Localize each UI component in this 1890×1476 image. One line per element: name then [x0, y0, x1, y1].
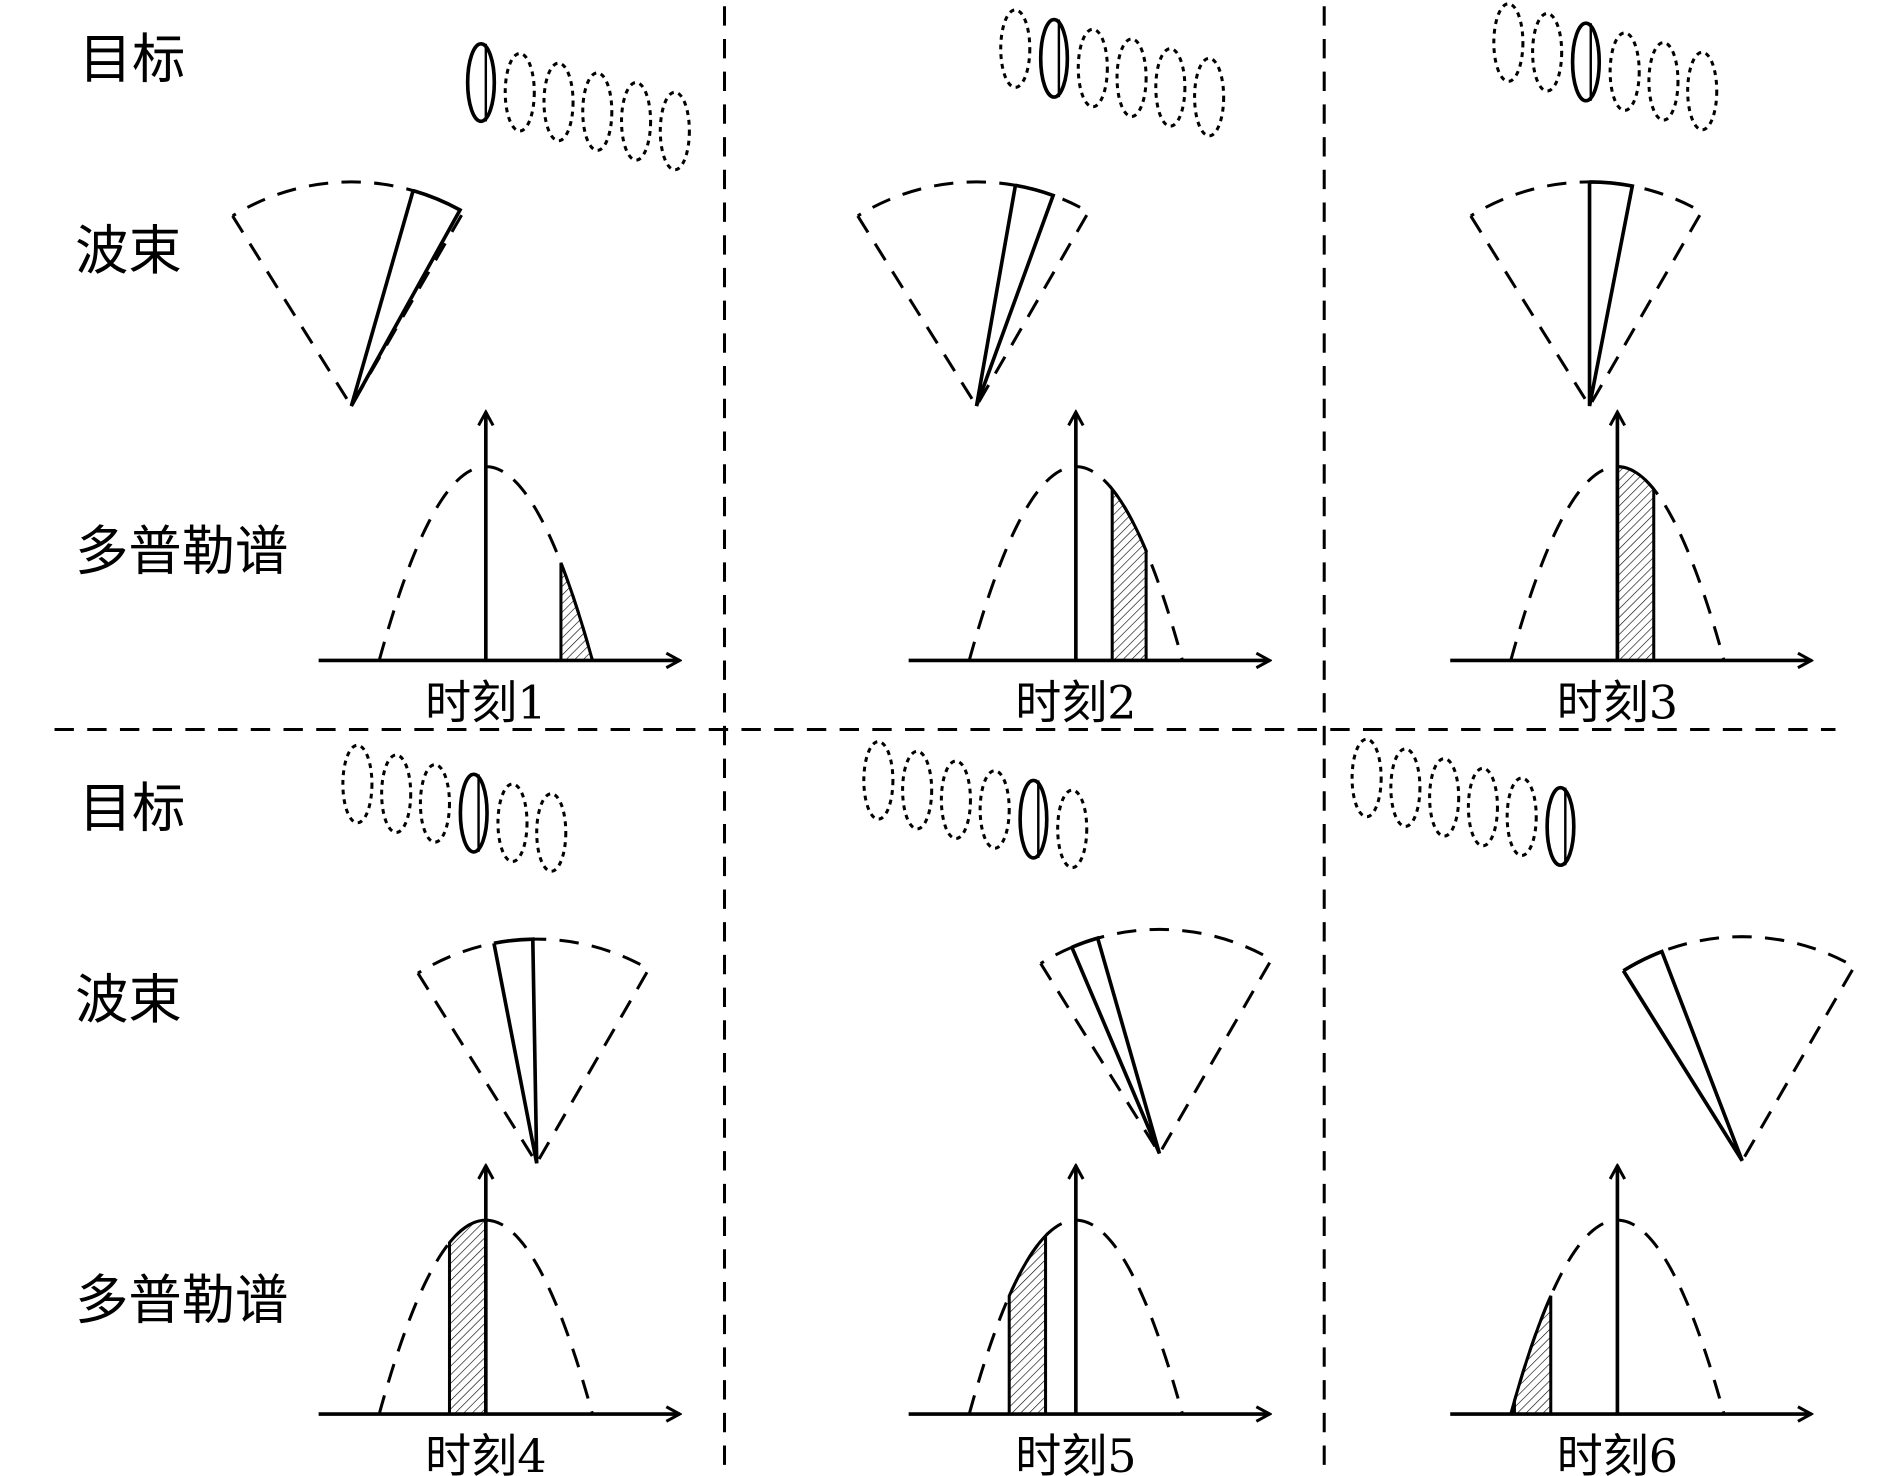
target-ghost [1389, 747, 1422, 828]
panel-4: 时刻4 [318, 743, 680, 1476]
doppler-spectrum [318, 412, 680, 660]
beam-scan-range [1469, 180, 1704, 409]
row-label-doppler: 多普勒谱 [75, 1269, 288, 1331]
target-ghost [939, 759, 972, 841]
doppler-band-shaded [1615, 465, 1656, 662]
target-sequence [999, 8, 1226, 138]
doppler-spectrum [908, 1166, 1270, 1416]
target-ghost [1608, 31, 1641, 112]
beam-fan [416, 937, 651, 1167]
target-sequence [1350, 737, 1576, 868]
target-ghost [1686, 50, 1719, 132]
beam-main-lobe [974, 183, 1056, 407]
target-ghost [1428, 757, 1461, 838]
target-active [465, 41, 497, 124]
beam-fan [1621, 935, 1857, 1164]
target-ghost [1505, 776, 1538, 858]
doppler-spectrum [908, 412, 1270, 660]
beam-main-lobe [349, 188, 463, 407]
beam-fan [1469, 180, 1704, 409]
time-caption: 时刻6 [1557, 1429, 1678, 1476]
target-ghost [380, 753, 413, 835]
target-ghost [1193, 56, 1226, 138]
target-sequence [862, 740, 1089, 870]
target-ghost [978, 769, 1011, 850]
target-ghost [901, 749, 934, 831]
target-ghost [862, 740, 895, 821]
target-active [1545, 785, 1576, 868]
panel-3: 时刻3 [1450, 2, 1811, 730]
target-active [1018, 778, 1049, 860]
beam-main-lobe [492, 937, 539, 1164]
beam-main-lobe [1070, 935, 1162, 1155]
beam-fan [1039, 927, 1274, 1157]
target-ghost [496, 782, 529, 864]
time-caption: 时刻4 [425, 1429, 546, 1476]
row-label-beam: 波束 [75, 220, 182, 282]
beam-scan-range [1039, 927, 1274, 1157]
beam-scan-range [1622, 935, 1857, 1164]
row-label-target: 目标 [79, 777, 186, 839]
beam-main-lobe [1587, 180, 1635, 407]
target-sequence [465, 41, 691, 172]
panel-6: 时刻6 [1350, 737, 1857, 1476]
doppler-spectrum [318, 1166, 680, 1416]
target-sequence [341, 743, 568, 873]
target-ghost [620, 81, 653, 162]
doppler-band-shaded [1007, 1232, 1048, 1416]
target-ghost [1056, 788, 1089, 870]
target-active [458, 772, 489, 854]
panel-1: 时刻1 [231, 41, 691, 730]
panel-2: 时刻2 [856, 8, 1270, 730]
beam-fan [856, 180, 1091, 409]
target-ghost [1492, 2, 1525, 83]
target-ghost [1647, 41, 1680, 122]
row-label-target: 目标 [79, 29, 186, 91]
beam-fan [231, 180, 466, 409]
target-ghost [1466, 766, 1499, 848]
target-ghost [1154, 47, 1187, 128]
beam-scan-range [856, 180, 1091, 409]
row-label-beam: 波束 [75, 969, 182, 1031]
row-label-doppler: 多普勒谱 [75, 521, 288, 583]
target-ghost [503, 51, 536, 133]
time-caption: 时刻5 [1015, 1429, 1136, 1476]
target-ghost [1115, 37, 1148, 118]
target-active [1570, 21, 1602, 103]
target-ghost [1531, 11, 1564, 93]
beam-scan-range [231, 180, 466, 409]
time-caption: 时刻3 [1557, 676, 1678, 730]
target-ghost [542, 61, 575, 143]
target-ghost [581, 71, 614, 152]
doppler-spectrum [1450, 1166, 1811, 1414]
beam-scan-range [416, 937, 651, 1167]
target-active [1038, 17, 1070, 99]
doppler-band-shaded [1512, 1295, 1553, 1416]
time-caption: 时刻1 [425, 676, 546, 730]
target-ghost [999, 8, 1032, 89]
doppler-spectrum [1450, 412, 1811, 660]
panel-5: 时刻5 [862, 740, 1274, 1476]
beam-main-lobe [1621, 949, 1744, 1162]
time-caption: 时刻2 [1015, 676, 1136, 730]
doppler-band-shaded [447, 1218, 488, 1416]
target-sequence [1492, 2, 1719, 132]
target-ghost [1350, 737, 1383, 819]
target-ghost [535, 792, 568, 873]
target-ghost [418, 763, 451, 844]
target-ghost [341, 743, 374, 825]
target-ghost [658, 90, 691, 172]
target-ghost [1076, 27, 1109, 109]
